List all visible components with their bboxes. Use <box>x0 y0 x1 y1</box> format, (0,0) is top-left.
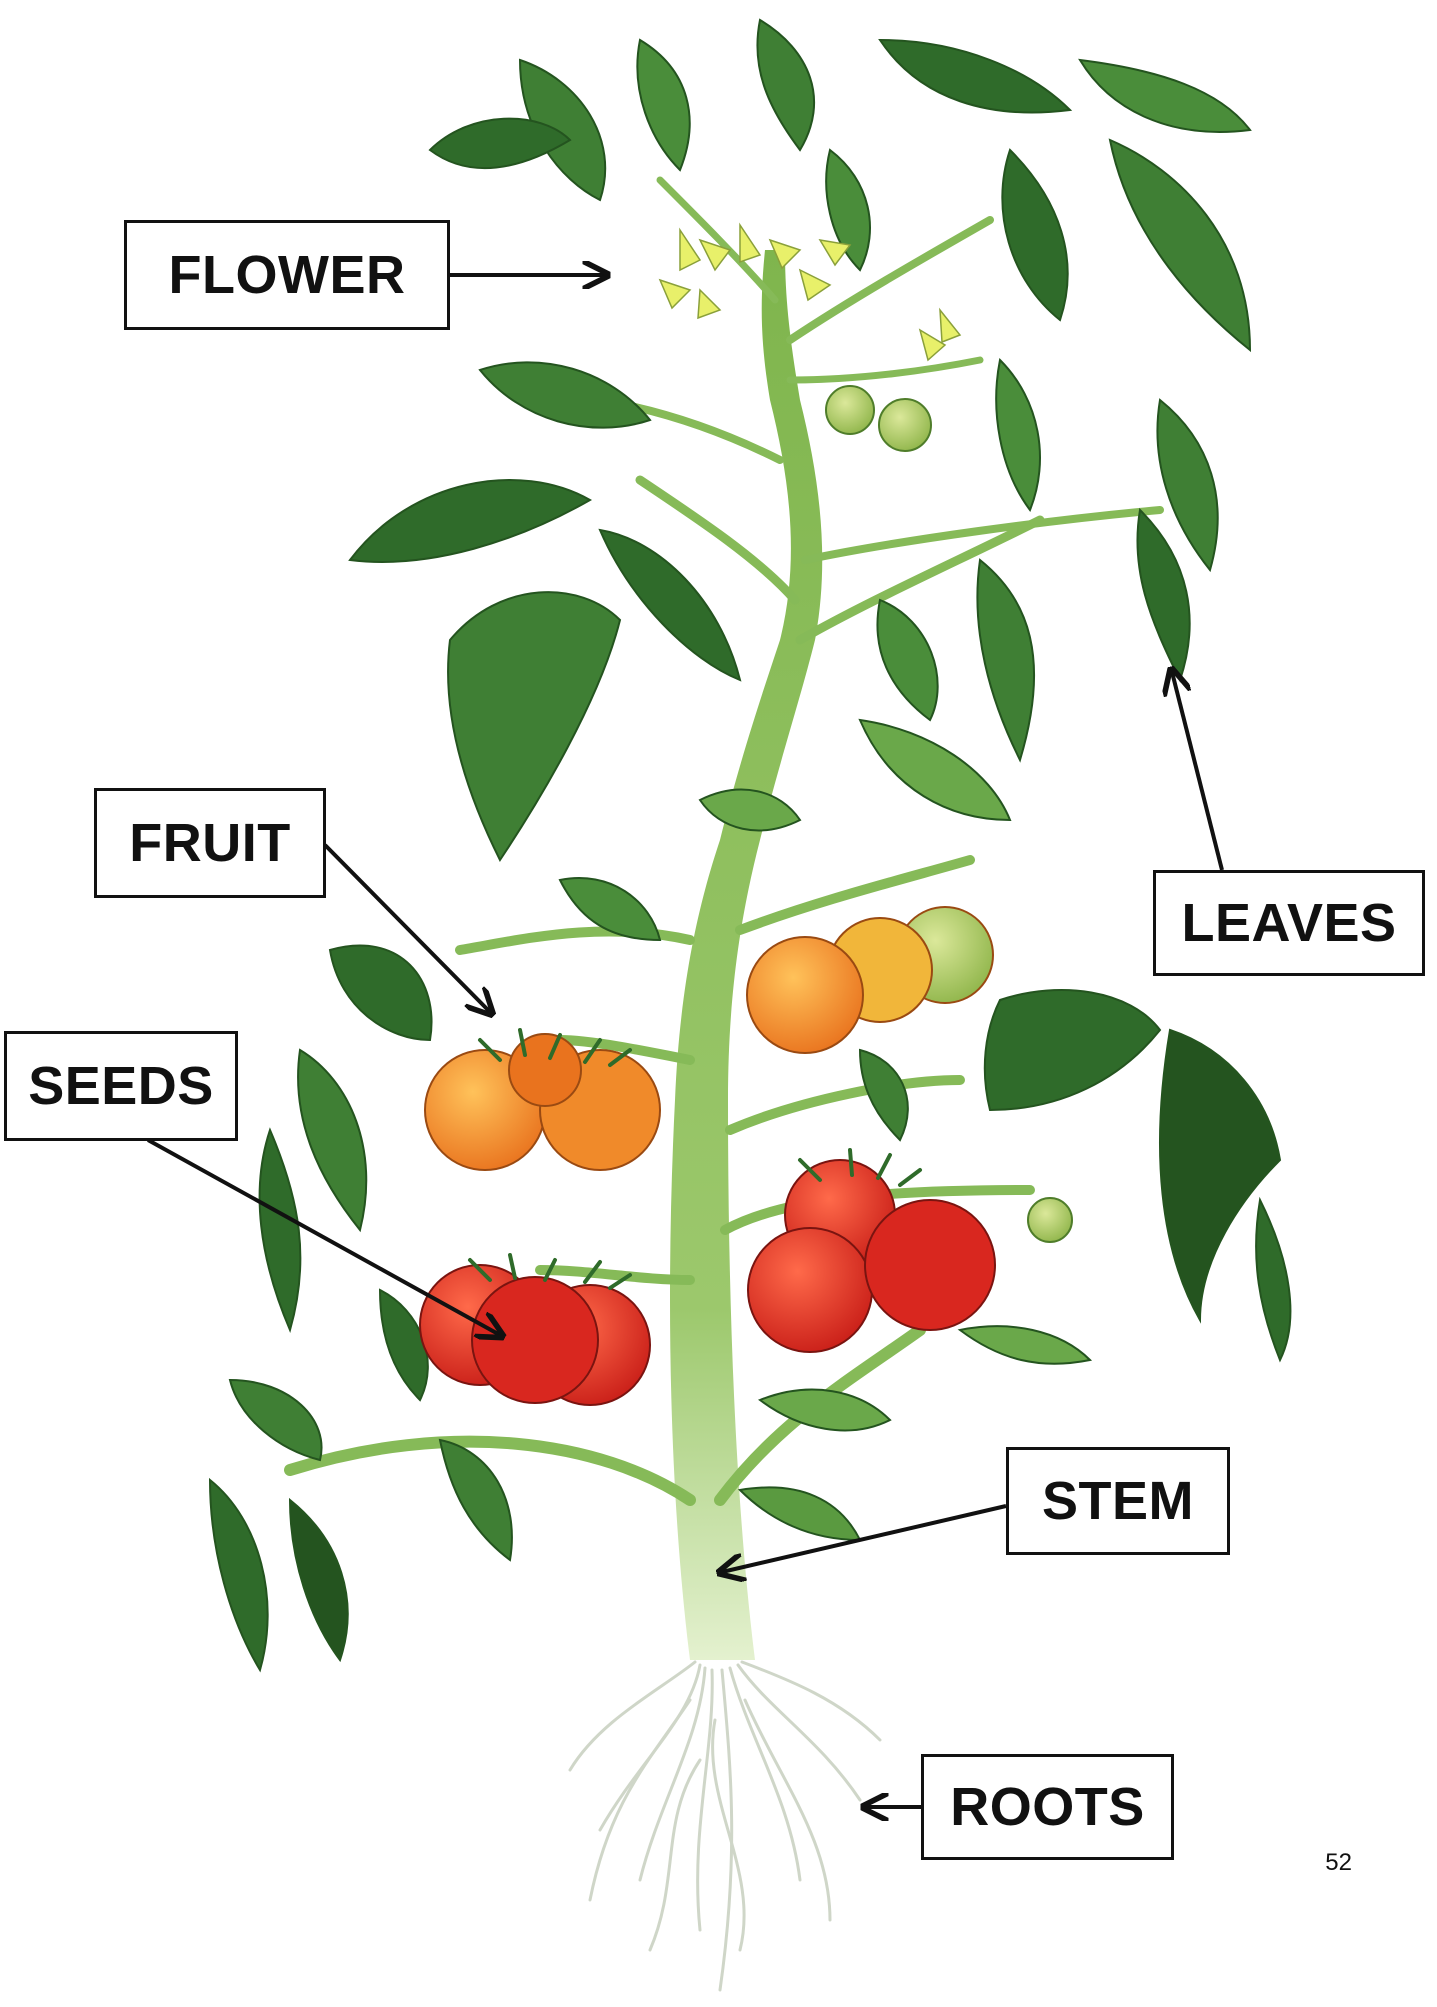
stem-label: STEM <box>1006 1447 1230 1555</box>
stem-label-text: STEM <box>1042 1470 1194 1532</box>
stem-arrow <box>722 1506 1006 1572</box>
flower-label: FLOWER <box>124 220 450 330</box>
leaves-arrow <box>1172 672 1222 870</box>
flowers <box>660 225 960 360</box>
fruits-upper-right <box>747 907 993 1053</box>
roots-label: ROOTS <box>921 1754 1174 1860</box>
leaves-label-text: LEAVES <box>1181 892 1396 954</box>
page-number: 52 <box>1325 1849 1352 1877</box>
unripe-fruits-top <box>826 386 1072 1242</box>
leaves-label: LEAVES <box>1153 870 1425 976</box>
fruit-label: FRUIT <box>94 788 326 898</box>
roots <box>570 1662 880 1990</box>
fruit-label-text: FRUIT <box>129 812 290 874</box>
seeds-label: SEEDS <box>4 1031 238 1141</box>
seeds-label-text: SEEDS <box>28 1055 214 1117</box>
roots-label-text: ROOTS <box>950 1776 1145 1838</box>
flower-label-text: FLOWER <box>169 244 406 306</box>
